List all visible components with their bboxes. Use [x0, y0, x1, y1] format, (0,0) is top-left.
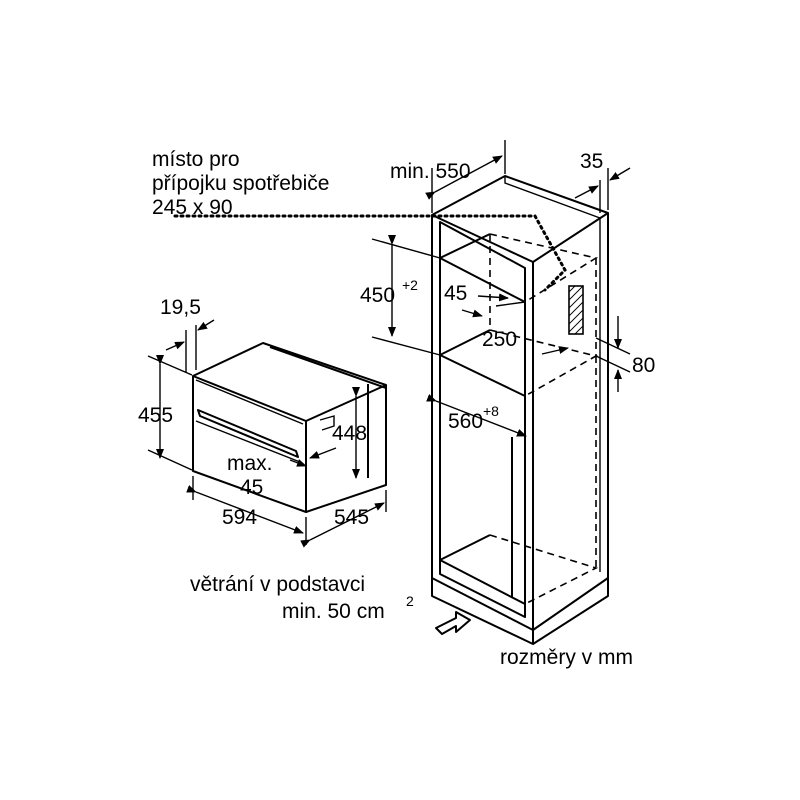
dim-594: 594	[222, 506, 257, 529]
connection-label-line3: 245 x 90	[152, 196, 233, 219]
dim-560: 560	[448, 410, 483, 433]
vent-label-line2: min. 50 cm	[282, 600, 385, 623]
cabinet-drawing	[173, 175, 609, 645]
connection-label-line1: místo pro	[152, 148, 240, 171]
vent-label-sup: 2	[406, 593, 414, 609]
dim-max-label: max.	[227, 452, 273, 475]
connection-label-line2: přípojku spotřebiče	[152, 172, 329, 195]
connection-zone-dotted	[173, 214, 567, 292]
dim-19-5: 19,5	[160, 296, 201, 319]
cabinet-front-inner	[439, 221, 526, 618]
vent-label-line1: větrání v podstavci	[190, 573, 365, 596]
dim-min-550: min. 550	[390, 160, 471, 183]
dim-45-top: 45	[444, 282, 467, 305]
dim-448: 448	[332, 422, 367, 445]
appliance-handle	[197, 409, 299, 458]
dim-450-tolerance: +2	[402, 277, 418, 293]
dim-545: 545	[334, 506, 369, 529]
cabinet-plinth	[431, 578, 534, 645]
dim-450: 450	[360, 284, 395, 307]
appliance-top	[192, 342, 387, 422]
dim-35: 35	[580, 150, 603, 173]
dim-455: 455	[138, 404, 173, 427]
dim-250: 250	[482, 328, 517, 351]
dim-80: 80	[632, 354, 655, 377]
units-note: rozměry v mm	[500, 646, 633, 669]
dim-max-value: 45	[240, 476, 263, 499]
dimension-lines	[147, 140, 631, 548]
dim-560-tolerance: +8	[483, 403, 499, 419]
vent-arrow-icon	[435, 611, 471, 635]
